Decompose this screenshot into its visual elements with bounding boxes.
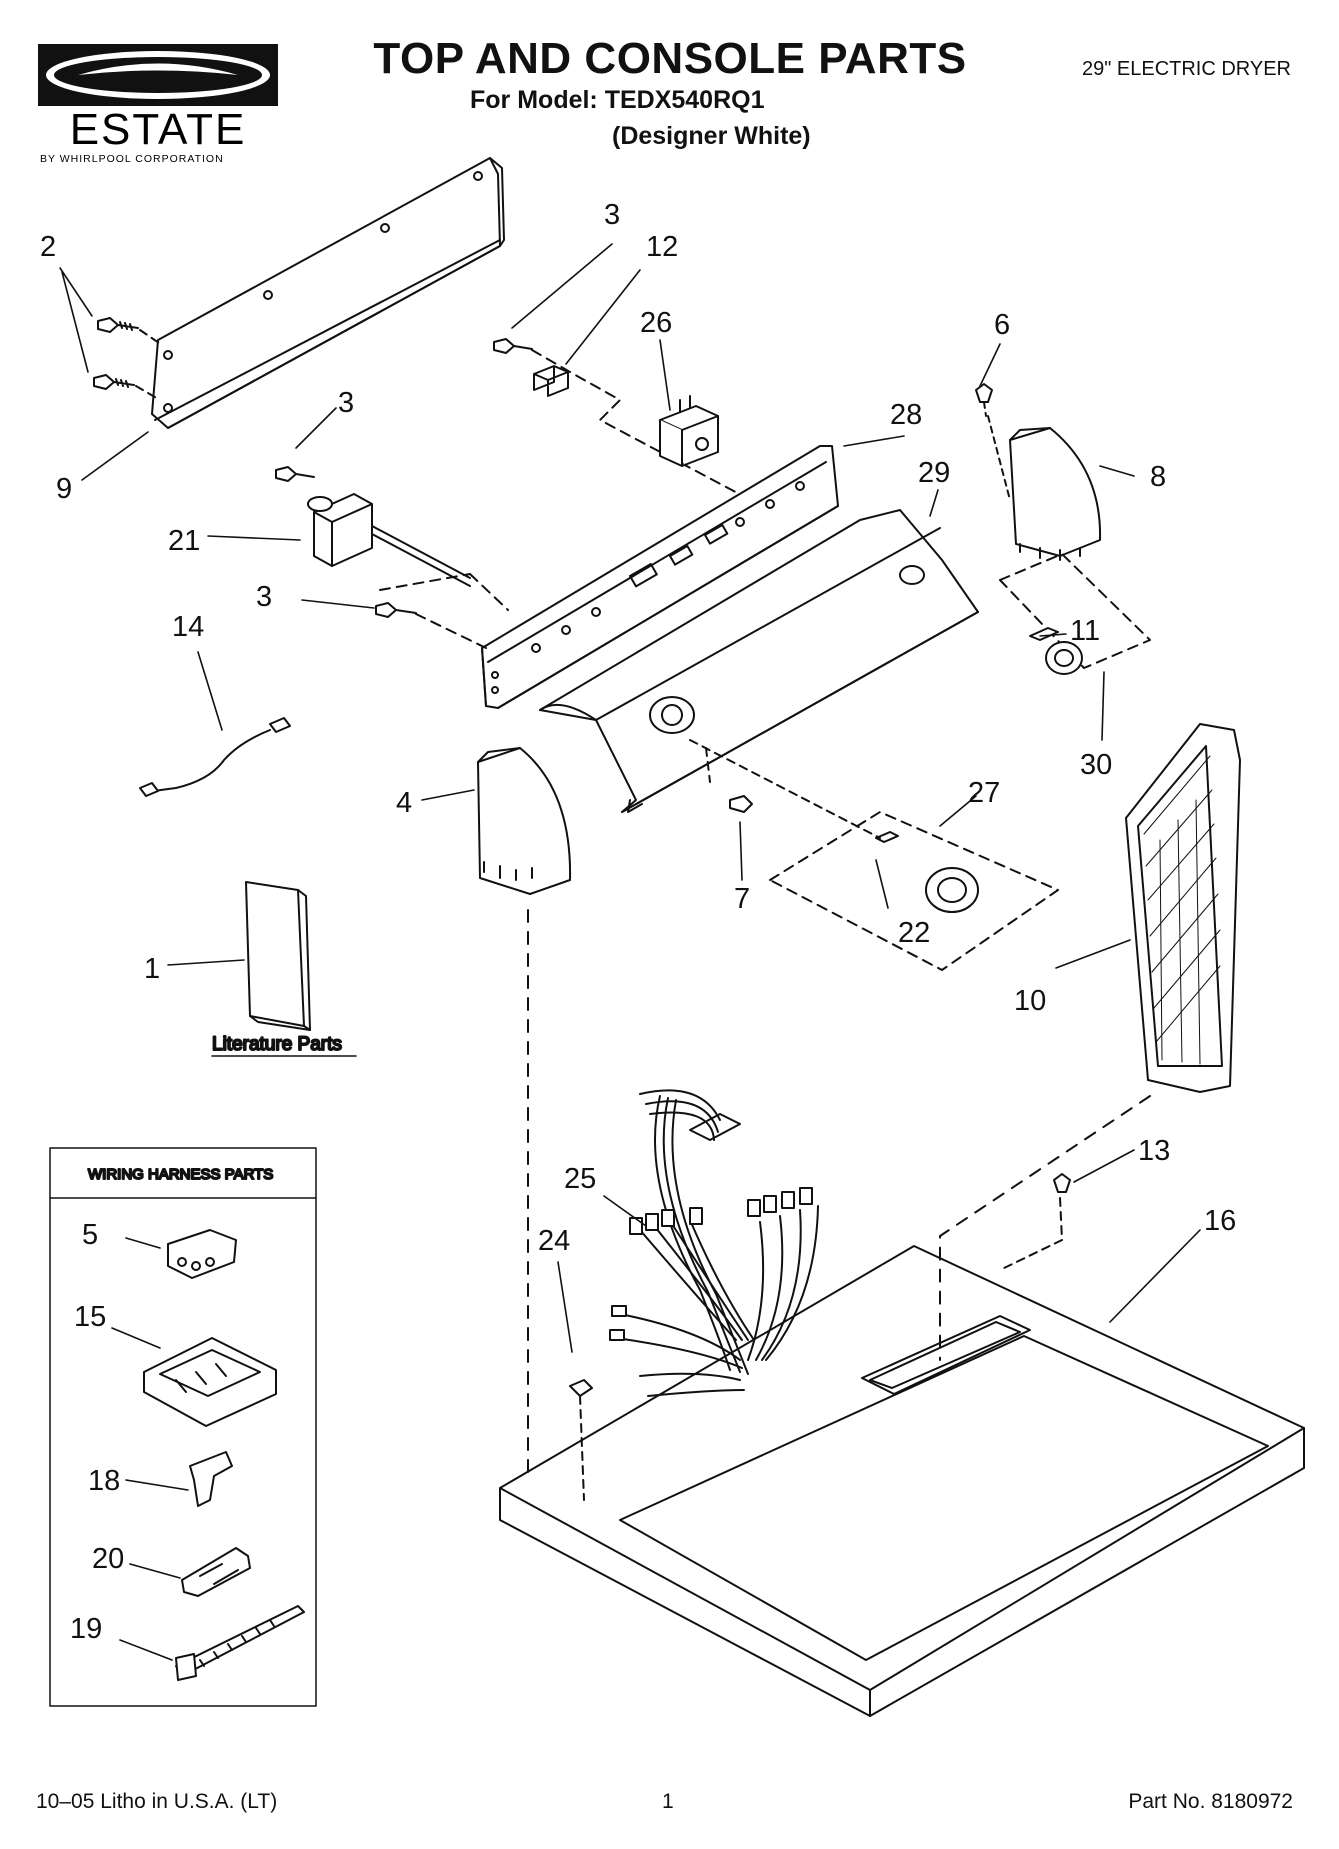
- callout-27: 27: [968, 777, 1000, 809]
- callout-28: 28: [890, 399, 922, 431]
- part-16-top-panel: [499, 1245, 1305, 1717]
- estate-logo: ESTATE BY WHIRLPOOL CORPORATION: [38, 44, 278, 165]
- callout-21: 21: [168, 525, 200, 557]
- part-25-wiring-harness: [609, 1089, 819, 1397]
- brand-name: ESTATE: [70, 105, 247, 154]
- callout-4: 4: [396, 787, 412, 819]
- callout-18: 18: [88, 1465, 120, 1497]
- callout-7: 7: [734, 883, 750, 915]
- callout-10: 10: [1014, 985, 1046, 1017]
- part-4-end-cap: [477, 747, 572, 895]
- callout-26: 26: [640, 307, 672, 339]
- callout-3-low: 3: [256, 581, 272, 613]
- color-line: (Designer White): [612, 122, 811, 150]
- callout-2: 2: [40, 231, 56, 263]
- callout-16: 16: [1204, 1205, 1236, 1237]
- footer-litho: 10–05 Litho in U.S.A. (LT): [36, 1790, 278, 1813]
- part-1-literature: [245, 881, 311, 1031]
- callout-20: 20: [92, 1543, 124, 1575]
- wiring-harness-box: WIRING HARNESS PARTS: [49, 1147, 317, 1707]
- callout-8: 8: [1150, 461, 1166, 493]
- callout-25: 25: [564, 1163, 596, 1195]
- callout-12: 12: [646, 231, 678, 263]
- part-2-screws: [93, 317, 139, 390]
- callout-14: 14: [172, 611, 204, 643]
- callout-29: 29: [918, 457, 950, 489]
- callout-11: 11: [1070, 615, 1100, 647]
- callout-22: 22: [898, 917, 930, 949]
- part-9-back-panel: [151, 157, 505, 429]
- callout-1: 1: [144, 953, 160, 985]
- callout-5: 5: [82, 1219, 98, 1251]
- literature-label: Literature Parts: [212, 1034, 342, 1055]
- footer-part-number: Part No. 8180972: [1128, 1790, 1293, 1813]
- callout-19: 19: [70, 1613, 102, 1645]
- callout-6: 6: [994, 309, 1010, 341]
- callout-30: 30: [1080, 749, 1112, 781]
- callout-15: 15: [74, 1301, 106, 1333]
- footer-page-number: 1: [662, 1790, 674, 1813]
- part-21-timer: [307, 493, 471, 587]
- page-title: TOP AND CONSOLE PARTS: [373, 34, 967, 83]
- callout-24: 24: [538, 1225, 570, 1257]
- product-type: 29" ELECTRIC DRYER: [1081, 58, 1291, 80]
- part-29-console-panel: [539, 509, 979, 813]
- part-10-lint-screen: [1125, 723, 1241, 1093]
- part-26-switch: [659, 395, 719, 467]
- harness-box-title: WIRING HARNESS PARTS: [88, 1166, 273, 1183]
- part-8-end-cap: [1009, 427, 1102, 561]
- callout-13: 13: [1138, 1135, 1170, 1167]
- callout-9: 9: [56, 473, 72, 505]
- callout-3-top: 3: [604, 199, 620, 231]
- part-14-wire: [139, 717, 291, 797]
- brand-tagline: BY WHIRLPOOL CORPORATION: [40, 153, 224, 164]
- callout-3-mid: 3: [338, 387, 354, 419]
- part-28-console-bracket: [481, 445, 839, 709]
- model-line: For Model: TEDX540RQ1: [470, 86, 765, 114]
